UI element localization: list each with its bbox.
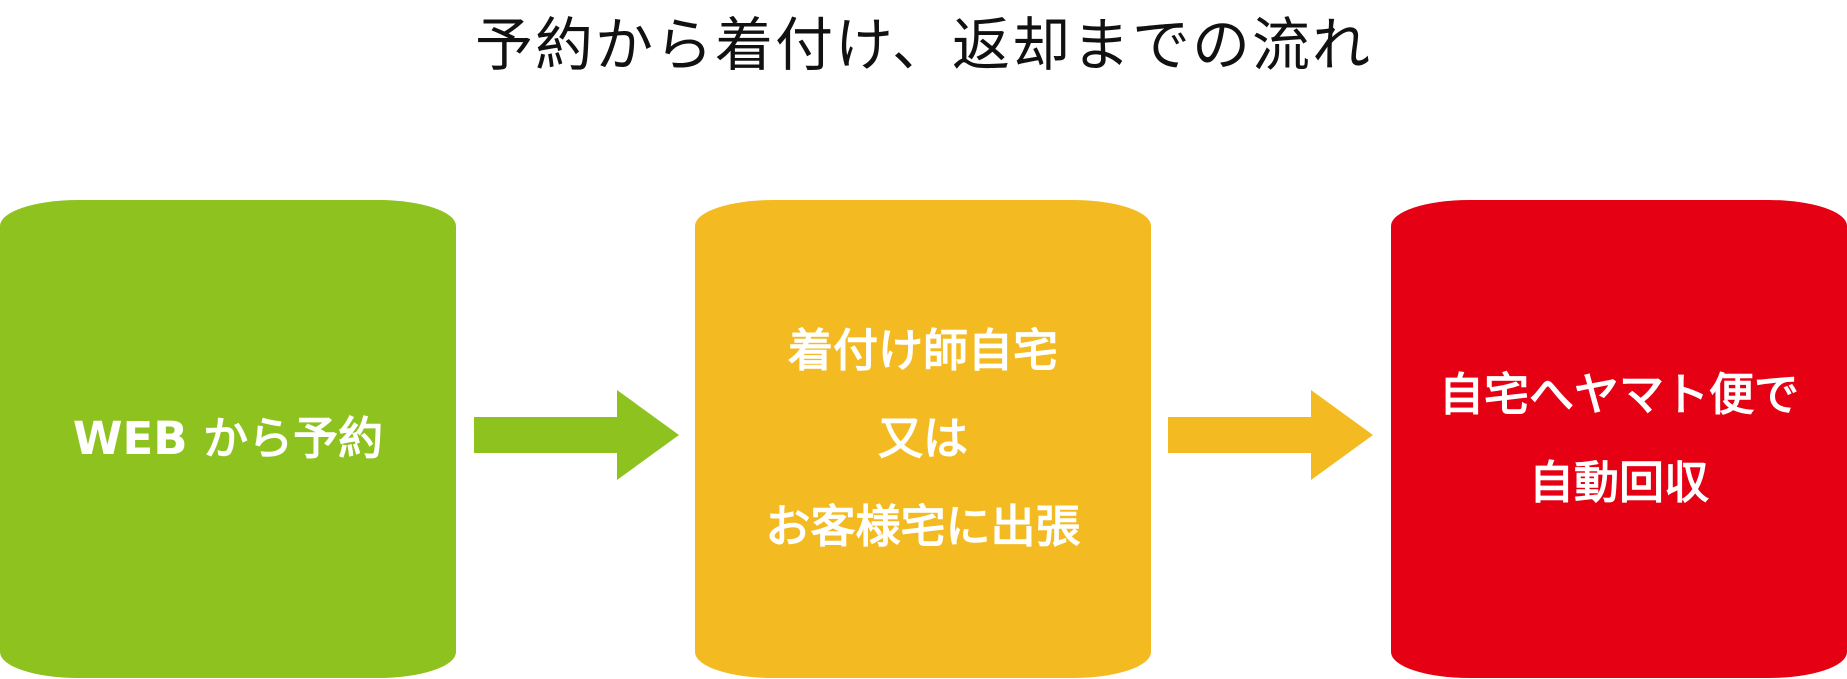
step-label: WEB から予約 [72, 412, 384, 465]
step-kitsuke-visit: 着付け師自宅 又は お客様宅に出張 [695, 200, 1151, 678]
step-label: お客様宅に出張 [765, 500, 1081, 553]
step-yamato-return: 自宅へヤマト便で 自動回収 [1391, 200, 1847, 678]
step-label: 自宅へヤマト便で [1438, 368, 1799, 421]
arrow-right-icon-shape [474, 390, 679, 480]
step-web-reservation: WEB から予約 [0, 200, 456, 678]
diagram-title: 予約から着付け、返却までの流れ [474, 11, 1373, 79]
step-label: 又は [877, 412, 968, 465]
arrow-right-icon [474, 390, 679, 480]
arrow-right-icon-shape [1168, 390, 1373, 480]
step-label: 着付け師自宅 [787, 324, 1058, 377]
step-label: 自動回収 [1528, 456, 1709, 509]
arrow-right-icon [1168, 390, 1373, 480]
